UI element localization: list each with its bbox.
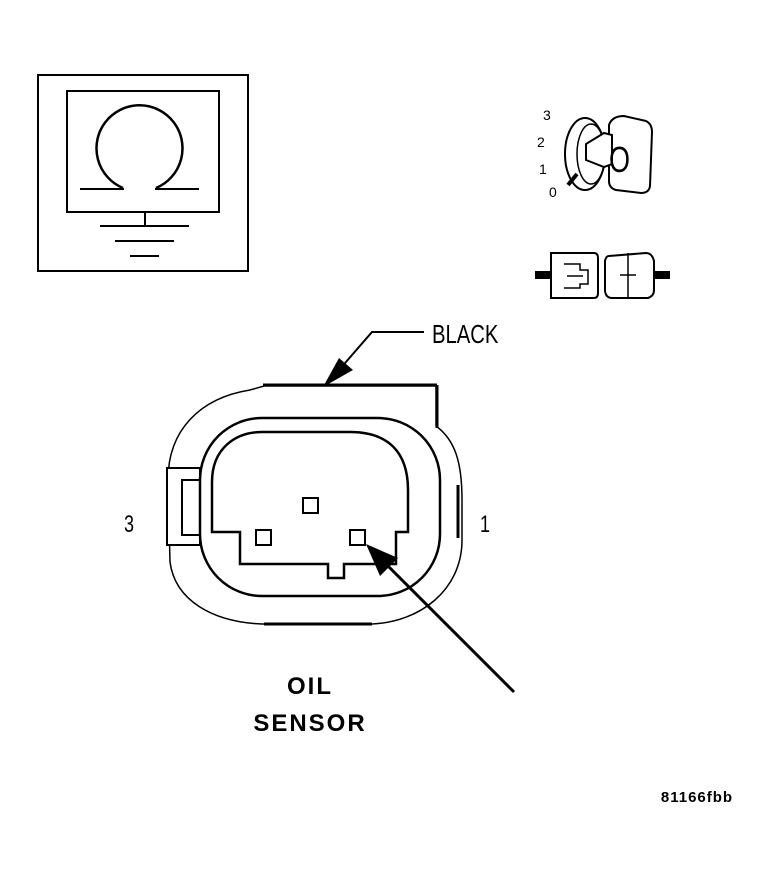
pin-right-label: 1 (480, 512, 490, 538)
key-letter: O (609, 139, 630, 180)
key-position-2: 2 (537, 134, 545, 150)
color-callout: BLACK (323, 320, 499, 387)
connector-color-label: BLACK (432, 320, 499, 349)
pin-1-terminal (349, 529, 366, 546)
pin-3-terminal (255, 529, 272, 546)
pin-left-label: 3 (124, 512, 134, 538)
component-name-line2: SENSOR (253, 710, 366, 737)
key-position-0: 0 (549, 184, 557, 200)
probe-arrow (366, 544, 516, 694)
pin-2-terminal (302, 497, 319, 514)
key-position-3: 3 (543, 107, 551, 123)
connector-disconnect-icon (535, 251, 670, 299)
ignition-key-icon: 3 2 1 0 O (537, 107, 654, 200)
figure-code: 81166fbb (661, 789, 733, 806)
component-name-line1: OIL (287, 673, 333, 700)
connector-face (166, 383, 463, 626)
ohmmeter-icon (37, 74, 249, 272)
key-position-1: 1 (539, 161, 547, 177)
